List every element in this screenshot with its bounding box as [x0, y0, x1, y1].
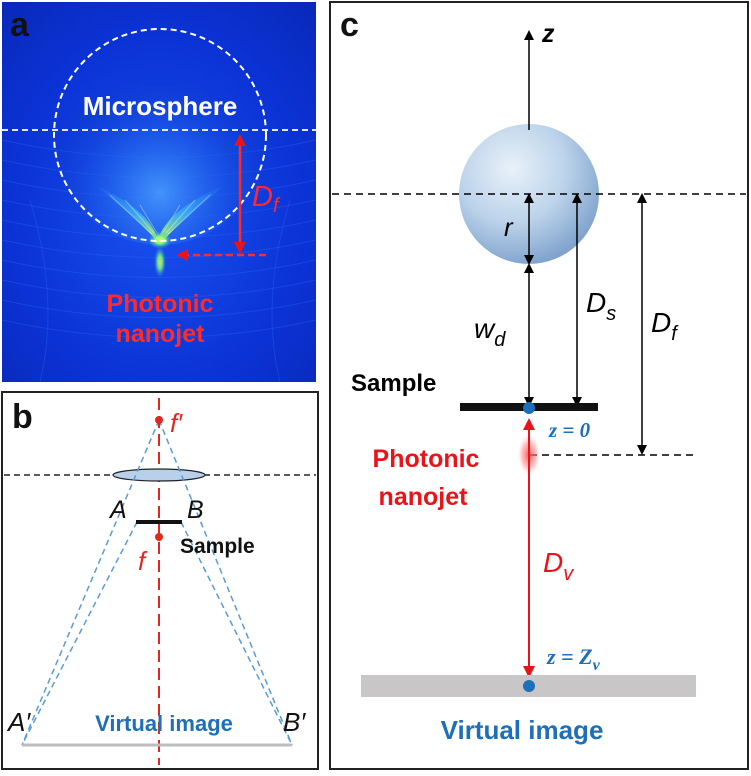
df-label: Df — [651, 307, 679, 345]
focus-point-top — [155, 416, 163, 424]
virtual-image-point — [523, 680, 535, 692]
z-axis-label: z — [541, 20, 555, 48]
nanojet-spot — [154, 246, 166, 278]
panel-c-letter: c — [340, 6, 359, 44]
ray-lines — [21, 419, 293, 746]
virtual-image-label: Virtual image — [95, 711, 233, 736]
panel-b-letter: b — [12, 398, 33, 436]
zv-label: z = Zv — [546, 644, 601, 674]
virtual-image-label: Virtual image — [441, 715, 604, 745]
df-label: Df — [252, 181, 281, 217]
nanojet-label: nanojet — [379, 483, 469, 511]
wd-label: wd — [474, 313, 506, 351]
dv-label: Dv — [543, 547, 574, 585]
sphere-glow — [55, 35, 265, 245]
photonic-label: Photonic — [107, 290, 214, 318]
panel-c: c z r wd Ds Df Sample z = 0 Photonic nan… — [329, 1, 749, 770]
virtual-a-label: A′ — [6, 707, 31, 737]
microsphere-outline — [53, 28, 267, 242]
sample-label: Sample — [180, 535, 255, 558]
focus-point-bottom — [155, 533, 163, 541]
microsphere-label: Microsphere — [83, 91, 238, 121]
focus-top-label: f′ — [170, 408, 183, 438]
z0-label: z = 0 — [548, 418, 591, 442]
sample-point — [523, 402, 535, 414]
nanojet-label: nanojet — [116, 320, 206, 348]
point-a-label: A — [108, 496, 127, 524]
sample-label: Sample — [351, 370, 436, 397]
radius-label: r — [504, 212, 514, 242]
focus-cone — [95, 185, 225, 245]
focus-bottom-label: f — [138, 546, 148, 576]
photonic-label: Photonic — [373, 445, 480, 473]
panel-a-letter: a — [10, 6, 30, 44]
focal-spot — [148, 231, 172, 249]
ds-label: Ds — [586, 287, 616, 325]
point-b-label: B — [187, 496, 204, 524]
virtual-b-label: B′ — [283, 707, 306, 737]
panel-b: b f′ f A B Sample A′ B′ Virtual image — [1, 391, 319, 770]
panel-a: Df Microsphere Photonic nanojet a — [2, 2, 316, 382]
lens — [112, 468, 206, 482]
